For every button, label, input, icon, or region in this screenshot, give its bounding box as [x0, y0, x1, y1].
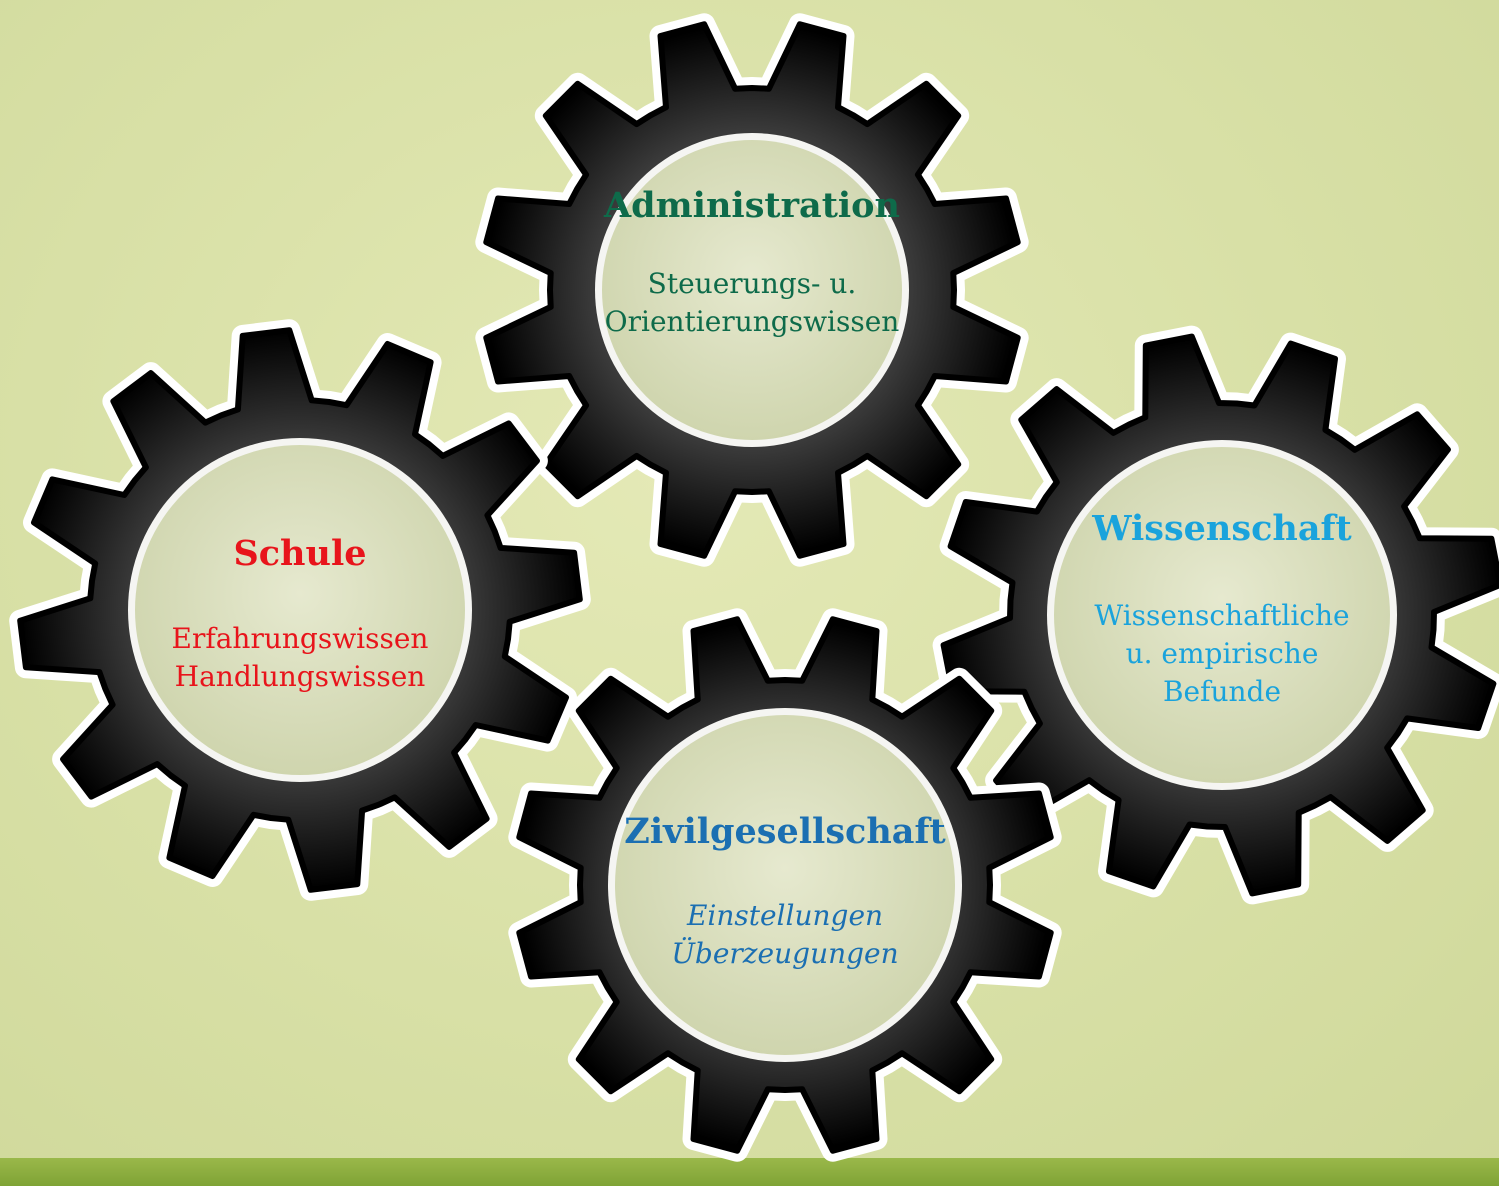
- gear-administration-line-2: Orientierungswissen: [605, 305, 900, 338]
- gear-schule-line-2: Handlungswissen: [175, 660, 426, 693]
- gear-zivilgesellschaft-hub: [615, 715, 955, 1055]
- gear-schule-line-1: Erfahrungswissen: [172, 622, 429, 655]
- gear-wissenschaft-title: Wissenschaft: [1091, 508, 1351, 549]
- gear-administration-title: Administration: [603, 185, 900, 226]
- gear-schule: Schule Erfahrungswissen Handlungswissen: [9, 319, 591, 901]
- gear-administration-hub: [602, 140, 902, 440]
- gear-zivilgesellschaft-line-2: Überzeugungen: [671, 936, 898, 970]
- gear-zivilgesellschaft: Zivilgesellschaft Einstellungen Überzeug…: [508, 608, 1062, 1162]
- gear-wissenschaft-line-3: Befunde: [1163, 675, 1281, 708]
- gear-administration: Administration Steuerungs- u. Orientieru…: [475, 13, 1029, 567]
- gear-zivilgesellschaft-line-1: Einstellungen: [686, 899, 883, 932]
- bottom-band: [0, 1158, 1499, 1186]
- gear-zivilgesellschaft-title: Zivilgesellschaft: [624, 811, 945, 852]
- gear-wissenschaft-line-2: u. empirische: [1126, 637, 1319, 670]
- gear-schule-hub: [135, 445, 465, 775]
- gear-schule-title: Schule: [233, 533, 366, 574]
- gear-wissenschaft-hub: [1054, 447, 1390, 783]
- gear-wissenschaft-line-1: Wissenschaftliche: [1094, 599, 1349, 632]
- gear-administration-line-1: Steuerungs- u.: [648, 267, 857, 300]
- gear-wissenschaft: Wissenschaft Wissenschaftliche u. empiri…: [932, 325, 1499, 905]
